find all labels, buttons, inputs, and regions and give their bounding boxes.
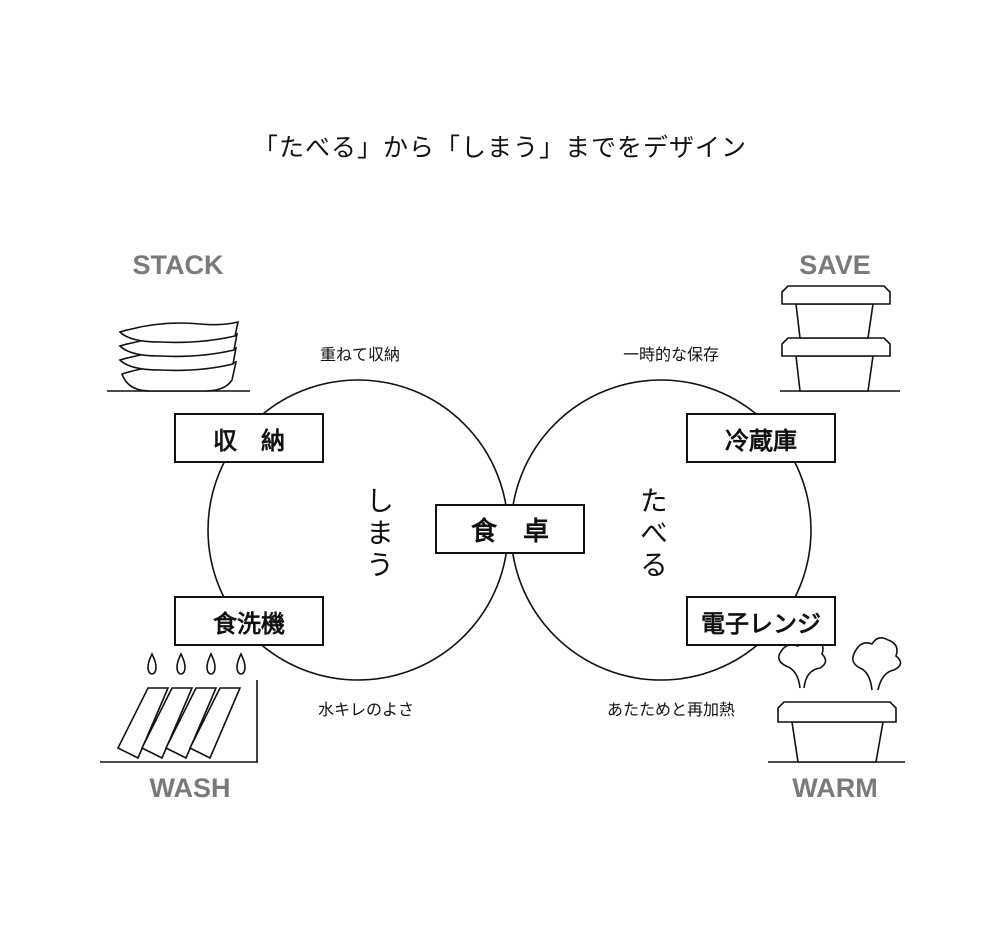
dining-table-label: 食 卓	[470, 516, 549, 547]
storage-box: 収 納	[174, 413, 324, 463]
wash-label: WASH	[149, 773, 231, 803]
dishwasher-box: 食洗機	[174, 596, 324, 646]
fridge-box-label: 冷蔵庫	[725, 426, 797, 455]
stacked-bowls-icon	[107, 320, 250, 392]
left-cycle-label: しまう	[362, 486, 395, 582]
warm-label: WARM	[792, 773, 878, 803]
dishwasher-caption: 水キレのよさ	[317, 700, 414, 719]
steaming-container-icon	[768, 636, 905, 763]
microwave-box-label: 電子レンジ	[701, 609, 821, 638]
stack-label: STACK	[132, 250, 224, 280]
storage-box-label: 収 納	[213, 426, 285, 455]
dishwasher-box-label: 食洗機	[213, 609, 285, 638]
microwave-caption: あたためと再加熱	[606, 700, 735, 719]
fridge-box: 冷蔵庫	[686, 413, 836, 463]
dish-rack-icon	[100, 652, 258, 763]
stacked-containers-icon	[780, 285, 900, 392]
right-cycle-label: たべる	[636, 486, 669, 582]
fridge-caption: 一時的な保存	[622, 345, 719, 364]
page-title: 「たべる」から「しまう」までをデザイン	[252, 133, 747, 162]
save-label: SAVE	[799, 250, 871, 280]
microwave-box: 電子レンジ	[686, 596, 836, 646]
dining-table-box: 食 卓	[435, 504, 585, 554]
storage-caption: 重ねて収納	[319, 345, 400, 364]
